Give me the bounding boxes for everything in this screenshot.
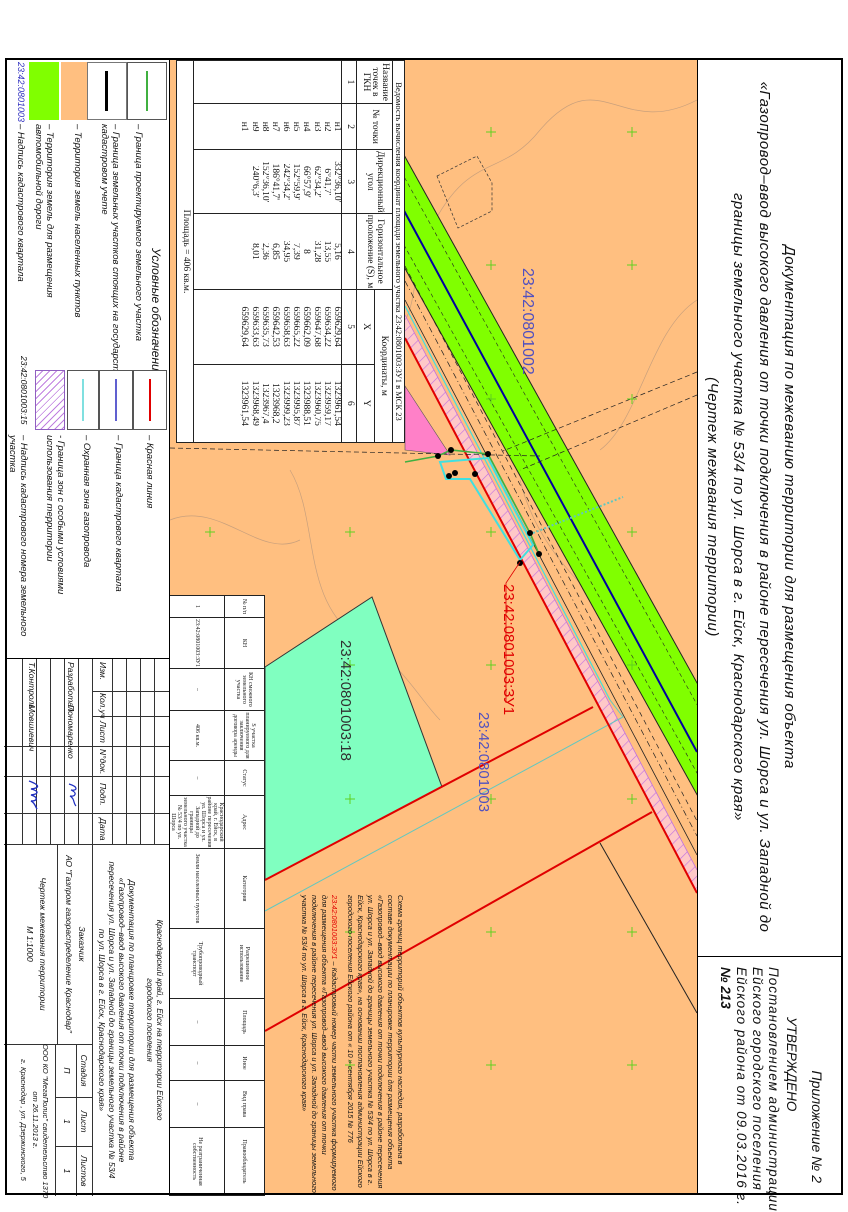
grid-cross-icon	[486, 127, 496, 137]
dashed-building	[436, 155, 493, 229]
grid-cross-icon	[627, 394, 637, 404]
parcel-point	[435, 453, 441, 459]
grid-cross-icon	[627, 1060, 637, 1070]
grid-cross-icon	[345, 527, 355, 537]
label-quarter-north: 23:42:0801002	[519, 268, 536, 375]
grid-cross-icon	[345, 660, 355, 670]
parcel-point	[472, 471, 478, 477]
label-quarter-south: 23:42:0801003	[475, 712, 492, 812]
signature-icon	[28, 780, 39, 810]
grid-cross-icon	[627, 660, 637, 670]
utility-line	[404, 299, 697, 856]
grid-cross-icon	[486, 927, 496, 937]
grid-cross-icon	[627, 927, 637, 937]
red-line	[404, 337, 697, 894]
parcel-point	[452, 470, 458, 476]
gas-pipeline	[264, 699, 624, 912]
gas-pipeline-crossing	[532, 496, 624, 534]
utility-line	[404, 265, 697, 822]
signature-icon	[68, 783, 77, 807]
label-leader	[505, 561, 521, 703]
parcel-points	[435, 447, 542, 566]
parcel-point	[527, 530, 533, 536]
grid-cross-icon	[627, 127, 637, 137]
sheet-frame	[5, 58, 843, 1195]
grid-cross-icon	[205, 527, 215, 537]
utility-line	[404, 314, 697, 871]
parcel-point	[485, 451, 491, 457]
grid-cross-icon	[486, 1060, 496, 1070]
dashed-boundary	[519, 394, 697, 471]
grid-cross-icon	[486, 660, 496, 670]
grid-cross-icon	[627, 794, 637, 804]
grid-cross-icon	[627, 260, 637, 270]
grid-cross-icon	[486, 794, 496, 804]
grid-cross-icon	[486, 394, 496, 404]
parcel-point	[446, 473, 452, 479]
grid-cross-icon	[345, 794, 355, 804]
grid-cross-icon	[345, 1060, 355, 1070]
grid-cross-icon	[486, 260, 496, 270]
grid-cross-icon	[627, 527, 637, 537]
pink-area	[404, 384, 451, 456]
red-line	[264, 706, 594, 881]
grid-cross-icon	[486, 527, 496, 537]
parcel-point	[448, 447, 454, 453]
dashed-boundary	[170, 447, 541, 457]
label-parcel-18: 23:42:0801003:18	[337, 640, 354, 761]
road-edge	[349, 58, 697, 684]
utility-line	[404, 280, 697, 837]
projected-parcel-green-outline	[404, 449, 540, 555]
protection-zone-line	[404, 305, 611, 701]
parcel-boundary	[599, 842, 697, 1014]
red-line	[264, 811, 653, 1032]
title-stamp: Изм. Кол.уч Лист N°док. Подп. Дата Разра…	[4, 658, 170, 1198]
grid-cross-icon	[345, 927, 355, 937]
label-parcel-zu1: 23:42:0801003:ЗУ1	[500, 584, 517, 715]
dashed-boundary	[502, 371, 697, 452]
parcel-point	[536, 551, 542, 557]
